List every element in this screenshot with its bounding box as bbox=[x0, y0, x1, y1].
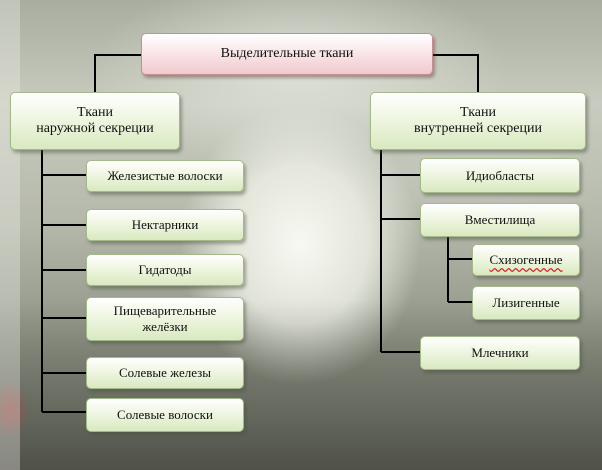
left-group-label-line2: наружной секреции bbox=[36, 121, 154, 136]
node-label: Гидатоды bbox=[138, 262, 192, 277]
node-label: Лизигенные bbox=[492, 295, 560, 310]
root-node: Выделительные ткани bbox=[141, 33, 433, 75]
connector-root-left bbox=[94, 54, 141, 92]
node-label: Вместилища bbox=[464, 212, 536, 227]
connector-root-right bbox=[433, 54, 479, 92]
right-group-label-line2: внутренней секреции bbox=[414, 121, 542, 136]
right-group-label-line1: Ткани bbox=[460, 105, 496, 120]
node-salt-hairs: Солевые волоски bbox=[86, 398, 244, 432]
node-glandular-hairs: Железистые волоски bbox=[86, 160, 244, 192]
node-nectaries: Нектарники bbox=[86, 209, 244, 241]
node-receptacles: Вместилища bbox=[420, 203, 580, 237]
node-label: Солевые волоски bbox=[117, 407, 213, 422]
left-group-label-line1: Ткани bbox=[77, 105, 113, 120]
node-salt-glands: Солевые железы bbox=[86, 357, 244, 389]
node-schizogenous: Схизогенные bbox=[472, 244, 580, 276]
node-label: Идиобласты bbox=[465, 167, 535, 183]
node-label-line2: желёзки bbox=[142, 319, 188, 334]
node-label-line1: Пищеварительные bbox=[113, 303, 217, 318]
node-label: Схизогенные bbox=[489, 252, 563, 267]
node-laticifers: Млечники bbox=[420, 336, 580, 370]
node-digestive-glands: Пищеварительные желёзки bbox=[86, 297, 244, 341]
right-group-node: Ткани внутренней секреции bbox=[370, 92, 586, 150]
left-group-node: Ткани наружной секреции bbox=[10, 92, 180, 150]
node-lysigenous: Лизигенные bbox=[472, 286, 580, 320]
node-label: Железистые волоски bbox=[107, 168, 223, 183]
node-idioblasts: Идиобласты bbox=[420, 158, 580, 193]
root-node-label: Выделительные ткани bbox=[220, 46, 354, 61]
node-label: Млечники bbox=[471, 345, 529, 360]
node-hydathodes: Гидатоды bbox=[86, 254, 244, 286]
node-label: Нектарники bbox=[131, 217, 199, 232]
node-label: Солевые железы bbox=[118, 365, 211, 380]
background-red-spot bbox=[0, 380, 36, 440]
